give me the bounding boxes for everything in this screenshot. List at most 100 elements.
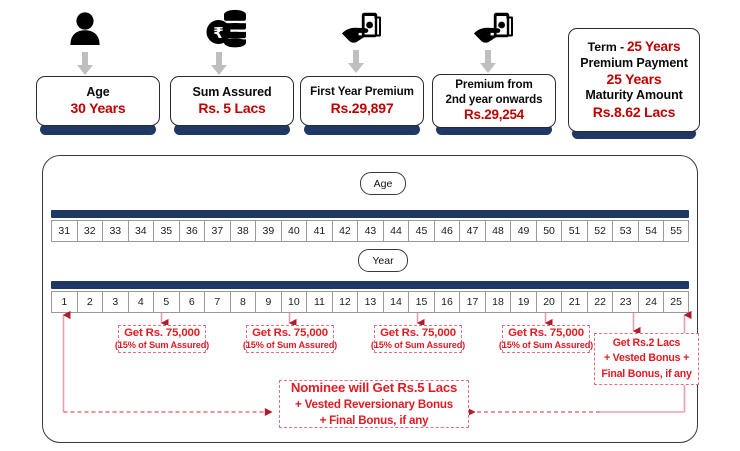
person-icon-wrap [62,6,108,52]
death-benefit-line-1: Nominee will Get Rs.5 Lacs [290,380,458,396]
down-arrow-icon-4 [479,50,497,73]
year-cell-12[interactable]: 12 [331,291,358,313]
age-cell-45[interactable]: 45 [408,220,434,242]
year-cell-19[interactable]: 19 [510,291,536,313]
maturity-benefit-line-2: + Vested Bonus + [603,352,690,365]
coins-rupee-icon: ₹ [204,8,252,50]
card-shadow-first-year-premium [304,124,420,135]
age-cell-41[interactable]: 41 [306,220,332,242]
card-sum-assured-value: Rs. 5 Lacs [198,100,266,117]
age-cell-52[interactable]: 52 [586,220,613,242]
card-first-year-premium-value: Rs.29,897 [330,99,394,116]
year-cell-21[interactable]: 21 [561,291,587,313]
coins-rupee-icon-wrap: ₹ [203,6,253,52]
year-cell-16[interactable]: 16 [433,291,460,313]
age-cell-36[interactable]: 36 [178,220,205,242]
age-cell-54[interactable]: 54 [637,220,664,242]
payout-box-year-15-amount: Get Rs. 75,000 [380,326,456,339]
card-shadow-age [40,124,156,135]
age-cell-38[interactable]: 38 [229,220,256,242]
card-first-year-premium: First Year Premium Rs.29,897 [300,76,424,126]
cash-hand-icon [472,10,518,48]
year-cell-11[interactable]: 11 [306,291,332,313]
year-cell-20[interactable]: 20 [535,291,562,313]
person-icon [65,9,105,49]
year-cell-8[interactable]: 8 [229,291,256,313]
age-cell-53[interactable]: 53 [612,220,638,242]
age-cell-34[interactable]: 34 [127,220,154,242]
card-summary: Term - 25 Years Premium Payment 25 Years… [568,28,700,132]
age-cell-43[interactable]: 43 [357,220,383,242]
year-cell-9[interactable]: 9 [255,291,281,313]
cash-hand-icon [340,10,386,48]
payout-box-year-10: Get Rs. 75,000 (15% of Sum Assured) [243,325,337,353]
age-cell-48[interactable]: 48 [484,220,511,242]
cash-hand-icon-wrap-1 [339,8,387,50]
death-benefit-line-2: + Vested Reversionary Bonus [295,398,453,412]
payout-box-year-20-note: (15% of Sum Assured) [498,340,594,351]
year-cell-18[interactable]: 18 [484,291,511,313]
payout-box-year-5: Get Rs. 75,000 (15% of Sum Assured) [115,325,209,353]
year-cell-6[interactable]: 6 [178,291,205,313]
age-cell-33[interactable]: 33 [102,220,128,242]
card-renewal-premium-value: Rs.29,254 [464,107,524,123]
year-cell-24[interactable]: 24 [637,291,664,313]
summary-premium-payment-value: 25 Years [606,71,662,88]
year-cell-17[interactable]: 17 [459,291,485,313]
payout-box-year-10-amount: Get Rs. 75,000 [252,326,328,339]
card-age: Age 30 Years [36,76,160,126]
age-cell-55[interactable]: 55 [663,220,689,242]
card-renewal-premium: Premium from 2nd year onwards Rs.29,254 [432,74,556,128]
maturity-benefit-line-1: Get Rs.2 Lacs [612,337,681,350]
age-cell-50[interactable]: 50 [535,220,562,242]
year-cell-3[interactable]: 3 [102,291,128,313]
age-cell-40[interactable]: 40 [280,220,307,242]
age-cell-42[interactable]: 42 [331,220,358,242]
card-renewal-premium-label2: 2nd year onwards [445,92,543,106]
year-cell-15[interactable]: 15 [408,291,434,313]
age-cell-35[interactable]: 35 [153,220,179,242]
age-cell-32[interactable]: 32 [76,220,103,242]
age-cell-44[interactable]: 44 [382,220,409,242]
death-benefit-box: Nominee will Get Rs.5 Lacs + Vested Reve… [279,380,469,428]
maturity-benefit-box: Get Rs.2 Lacs + Vested Bonus + Final Bon… [594,333,699,385]
down-arrow-icon-3 [347,50,365,73]
year-cell-14[interactable]: 14 [382,291,409,313]
year-cell-22[interactable]: 22 [586,291,613,313]
year-cell-5[interactable]: 5 [153,291,179,313]
year-cell-10[interactable]: 10 [280,291,307,313]
card-renewal-premium-label: Premium from [455,78,533,92]
year-cell-1[interactable]: 1 [51,291,77,313]
payout-box-year-15: Get Rs. 75,000 (15% of Sum Assured) [371,325,465,353]
year-cell-13[interactable]: 13 [357,291,383,313]
age-cell-31[interactable]: 31 [51,220,77,242]
age-cell-37[interactable]: 37 [204,220,230,242]
down-arrow-icon-2 [210,52,228,75]
age-cell-49[interactable]: 49 [510,220,536,242]
year-cell-2[interactable]: 2 [76,291,103,313]
payout-box-year-5-amount: Get Rs. 75,000 [124,326,200,339]
age-pill-text: Age [373,177,393,190]
age-bar [51,210,689,218]
card-sum-assured: Sum Assured Rs. 5 Lacs [170,76,294,126]
summary-maturity-label: Maturity Amount [585,88,683,103]
down-arrow-icon-1 [76,52,94,75]
year-cell-7[interactable]: 7 [204,291,230,313]
year-cell-4[interactable]: 4 [127,291,154,313]
summary-maturity-value: Rs.8.62 Lacs [592,103,676,120]
age-cell-51[interactable]: 51 [561,220,587,242]
year-cell-23[interactable]: 23 [612,291,638,313]
payout-box-year-20-amount: Get Rs. 75,000 [508,326,584,339]
year-cell-25[interactable]: 25 [663,291,689,313]
summary-term-label: Term - [587,39,624,54]
summary-term-value: 25 Years [627,38,681,54]
maturity-benefit-line-3: Final Bonus, if any [601,367,692,380]
age-cell-46[interactable]: 46 [433,220,460,242]
card-shadow-sum-assured [174,124,290,135]
card-first-year-premium-label: First Year Premium [310,85,414,99]
age-cell-47[interactable]: 47 [459,220,485,242]
card-sum-assured-label: Sum Assured [192,84,272,99]
age-cell-39[interactable]: 39 [255,220,281,242]
